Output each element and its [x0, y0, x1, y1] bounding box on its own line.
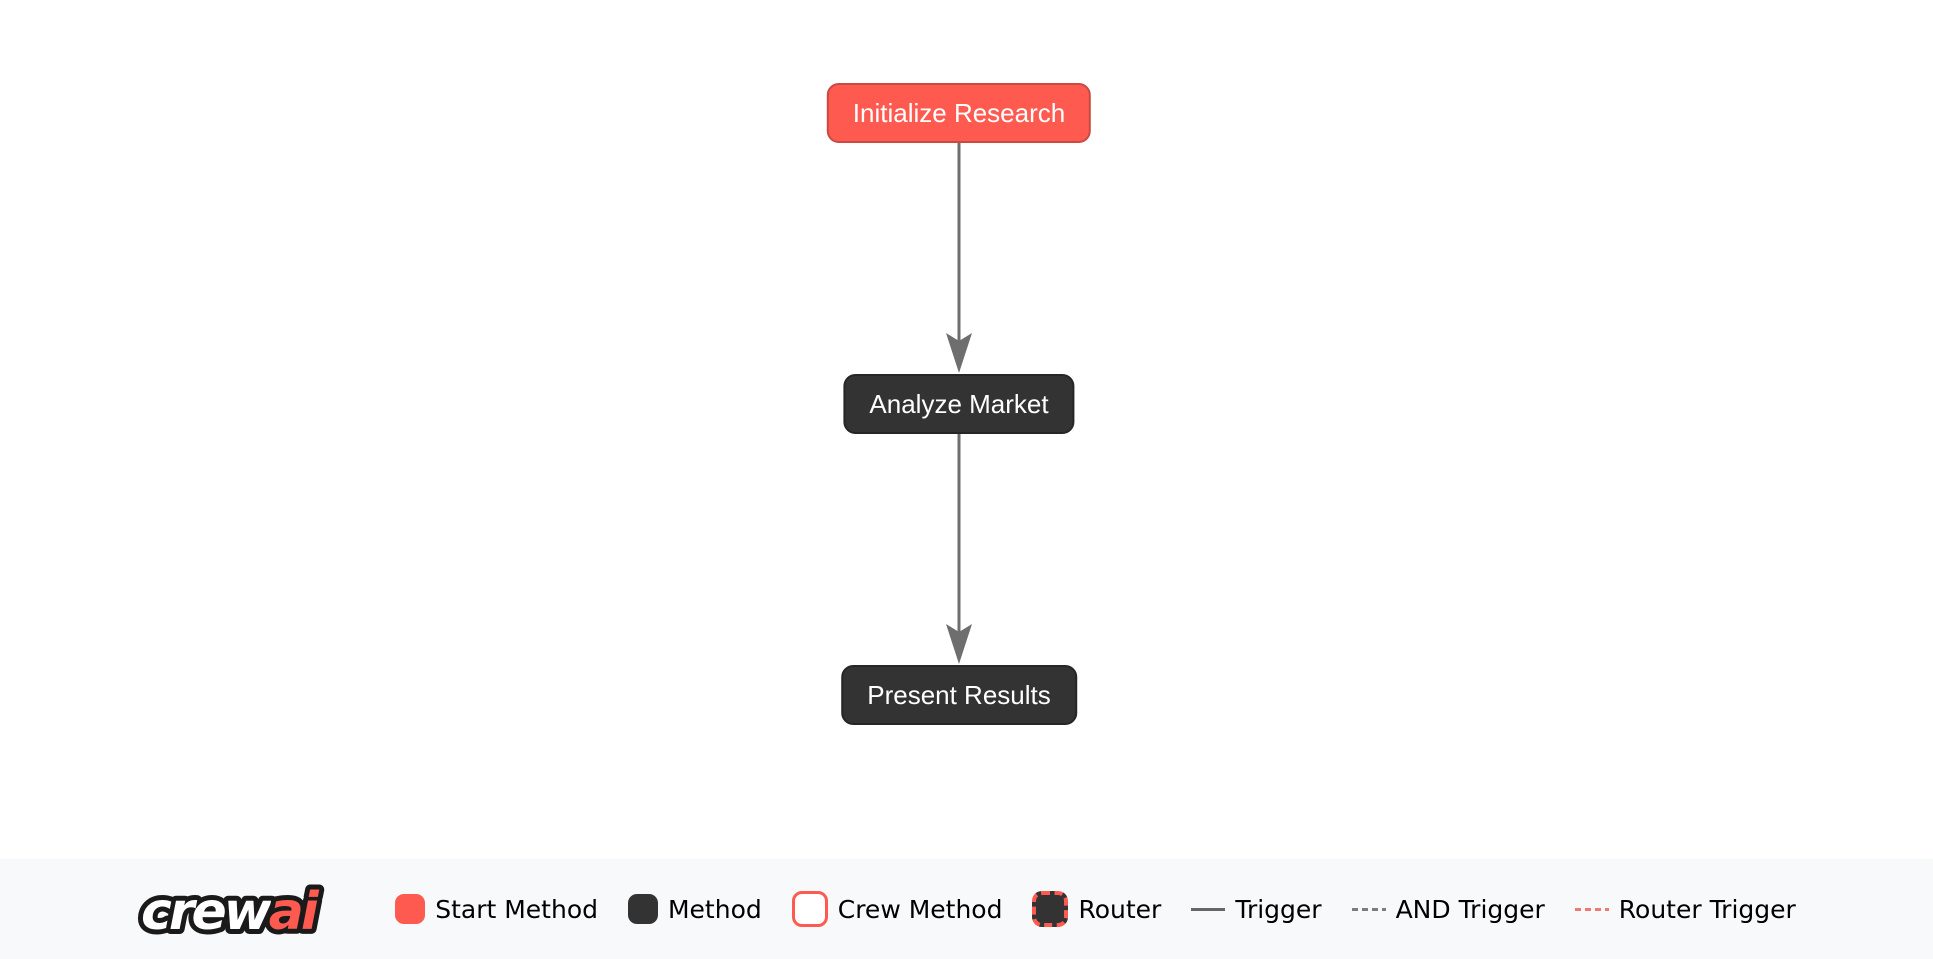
- and-trigger-line-icon: [1351, 907, 1386, 911]
- logo-text-crew: crew: [141, 882, 273, 942]
- legend-label: Trigger: [1235, 894, 1322, 924]
- method-swatch-icon: [627, 894, 658, 924]
- crew-method-swatch-icon: [791, 891, 828, 927]
- legend-bar: crewai Start Method Method Crew Method R…: [0, 859, 1933, 959]
- legend-item-router: Router: [1032, 891, 1161, 927]
- svg-text:crewai: crewai: [141, 882, 320, 942]
- trigger-edge-1: [946, 143, 972, 373]
- trigger-line-icon: [1191, 907, 1226, 911]
- legend-item-router-trigger: Router Trigger: [1574, 894, 1796, 924]
- crewai-logo: crewai: [137, 869, 361, 949]
- node-present-results[interactable]: Present Results: [841, 665, 1077, 725]
- start-method-swatch-icon: [395, 894, 426, 924]
- legend-label: Router Trigger: [1618, 894, 1796, 924]
- router-trigger-line-icon: [1574, 907, 1609, 911]
- legend-label: Crew Method: [837, 894, 1003, 924]
- legend-label: AND Trigger: [1395, 894, 1545, 924]
- legend-item-and-trigger: AND Trigger: [1351, 894, 1545, 924]
- legend-item-crew-method: Crew Method: [791, 891, 1003, 927]
- arrowhead-down-icon: [946, 624, 972, 664]
- trigger-edge-2: [946, 434, 972, 664]
- legend-label: Start Method: [435, 894, 598, 924]
- legend-label: Router: [1078, 894, 1162, 924]
- crewai-logo-icon: crewai: [137, 877, 328, 947]
- router-swatch-icon: [1032, 891, 1069, 927]
- flow-canvas[interactable]: Initialize Research Analyze Market Prese…: [0, 0, 1933, 859]
- arrowhead-down-icon: [946, 333, 972, 373]
- node-initialize-research[interactable]: Initialize Research: [826, 83, 1092, 143]
- logo-text-ai: ai: [269, 882, 320, 942]
- legend-item-trigger: Trigger: [1191, 894, 1322, 924]
- legend-item-method: Method: [627, 894, 762, 924]
- legend-item-start-method: Start Method: [395, 894, 598, 924]
- legend-label: Method: [667, 894, 762, 924]
- node-analyze-market[interactable]: Analyze Market: [843, 374, 1075, 434]
